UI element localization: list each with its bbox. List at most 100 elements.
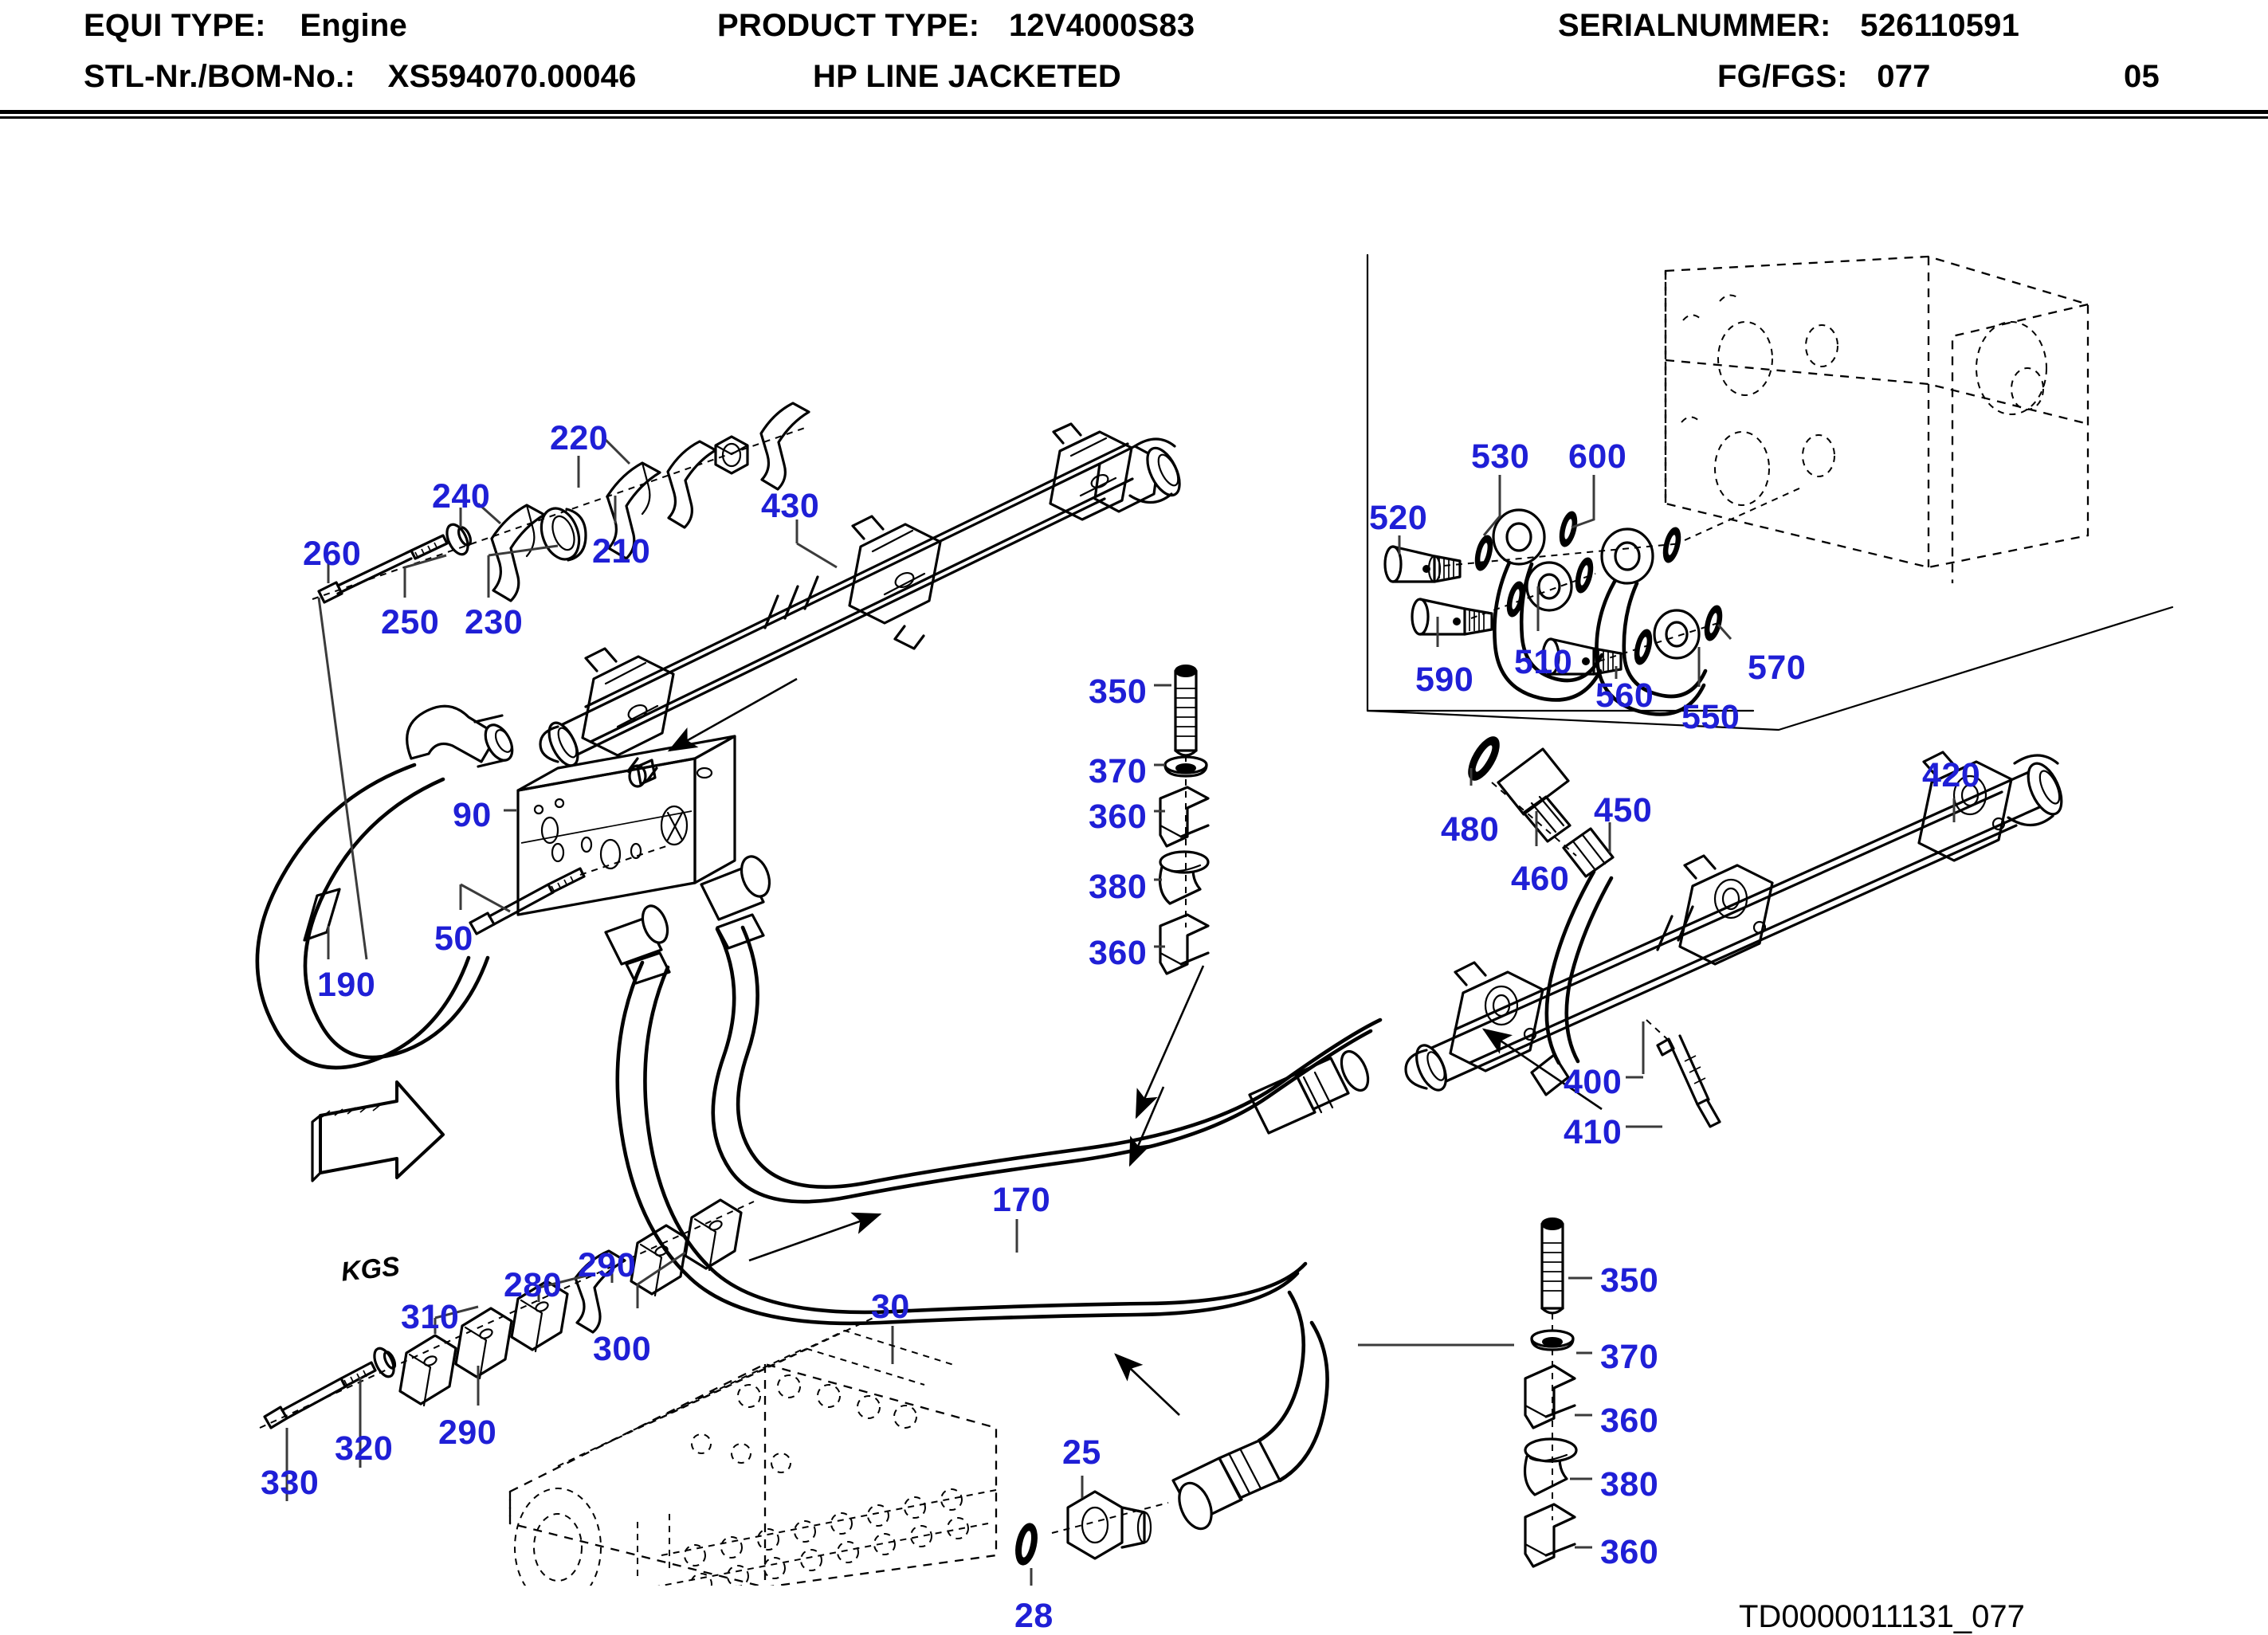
part-number-callout-360: 360: [1089, 934, 1148, 972]
fg-fgs-label: FG/FGS:: [1717, 59, 1848, 94]
part-number-callout-330: 330: [261, 1464, 320, 1502]
part-350-bolt-right: [1540, 1217, 1564, 1315]
part-number-callout-170: 170: [992, 1181, 1051, 1219]
block-inlet-elbow-fitting: [406, 704, 514, 768]
hose-170-right-coupling: [1248, 1049, 1370, 1135]
part-number-callout-510: 510: [1514, 643, 1573, 681]
serial-number-value: 526110591: [1860, 8, 2020, 43]
part-530-seal-upper-a: [1474, 535, 1493, 571]
part-number-callout-560: 560: [1595, 676, 1654, 715]
part-570-seal-lower-left: [1634, 629, 1653, 665]
part-260-bolt: [317, 534, 449, 604]
fg-fgs-value: 077: [1877, 59, 1931, 94]
part-number-callout-410: 410: [1564, 1113, 1623, 1151]
rail-side-fitting: [628, 759, 657, 788]
part-number-callout-280: 280: [504, 1266, 563, 1304]
part-number-callout-530: 530: [1471, 437, 1530, 476]
right-rail-right-end: [1917, 751, 2063, 862]
part-590-banjo-bolt-lower: [1411, 598, 1493, 636]
part-number-callout-370: 370: [1600, 1338, 1659, 1376]
right-rail-flange-1: [1449, 961, 1544, 1072]
right-rail-left-end: [1404, 1044, 1447, 1092]
part-320-washer: [373, 1347, 397, 1378]
part-210-nut: [714, 435, 749, 475]
part-50-bolt: [469, 845, 667, 935]
part-number-callout-230: 230: [465, 603, 524, 641]
part-430-hp-line-jacketed-rail: [539, 422, 1181, 788]
part-350-bolt-middle: [1174, 665, 1198, 757]
leader-430: [795, 520, 838, 569]
banjo-axis-mid: [1470, 573, 1596, 619]
assembly-name: HP LINE JACKETED: [813, 59, 1121, 94]
install-arrow-rail-to-block: [667, 677, 798, 752]
title-block-row-2: STL-Nr./BOM-No.: XS594070.00046 HP LINE …: [0, 56, 2268, 107]
hose-30-upper-fitting: [604, 904, 671, 985]
leader-260-extended: [317, 597, 368, 960]
kgs-arrow-label: KGS: [339, 1251, 402, 1288]
rail-clamp-saddle-2: [848, 515, 942, 650]
part-90-connector-block: [516, 735, 736, 916]
part-number-callout-430: 430: [761, 487, 820, 525]
lower-left-clamp-chain: [259, 1198, 755, 1501]
banjo-axis-lower: [1598, 621, 1724, 662]
rail-clamp-saddle-3: [1049, 422, 1133, 521]
part-number-callout-420: 420: [1922, 756, 1981, 794]
part-600-seal-upper: [1559, 511, 1578, 547]
part-number-callout-50: 50: [434, 919, 473, 958]
part-number-callout-600: 600: [1568, 437, 1627, 476]
fg-fgs-field: FG/FGS: 077: [1717, 59, 1931, 95]
part-number-callout-380: 380: [1089, 868, 1148, 906]
part-number-callout-90: 90: [453, 796, 492, 834]
part-410-bolt-right: [1656, 1034, 1721, 1128]
upper-right-inset: [1366, 253, 2174, 731]
title-block: EQUI TYPE: Engine PRODUCT TYPE: 12V4000S…: [0, 0, 2268, 121]
part-280-bracket: [574, 1249, 626, 1334]
part-170-hose: [711, 925, 1383, 1204]
part-510-banjo-fitting-upper: [1492, 508, 1604, 702]
bom-number-field: STL-Nr./BOM-No.: XS594070.00046: [84, 59, 637, 95]
product-type-field: PRODUCT TYPE: 12V4000S83: [717, 8, 1195, 44]
part-number-callout-350: 350: [1089, 672, 1148, 711]
install-arrow-middle-clamp: [1135, 965, 1205, 1119]
part-380-clamp-middle: [1159, 850, 1210, 905]
part-310-clamp: [398, 1334, 457, 1407]
part-number-callout-570: 570: [1748, 649, 1807, 687]
part-number-callout-250: 250: [381, 603, 440, 641]
part-30-hose: [615, 960, 1308, 1326]
part-number-callout-370: 370: [1089, 752, 1148, 790]
part-number-callout-260: 260: [303, 535, 362, 573]
part-240-bracket: [490, 504, 546, 602]
kgs-direction-arrow: [311, 1080, 445, 1182]
part-number-callout-360: 360: [1600, 1533, 1659, 1571]
part-380-clamp-right: [1524, 1437, 1578, 1496]
part-360-bracket-right-lower: [1524, 1503, 1576, 1568]
part-number-callout-320: 320: [335, 1429, 394, 1468]
bolt-410-axis: [1646, 1019, 1668, 1040]
part-300-clamp: [684, 1198, 743, 1272]
part-360-bracket-right-upper: [1524, 1364, 1576, 1429]
part-number-callout-290: 290: [578, 1246, 637, 1284]
install-arrow-170: [1128, 1086, 1165, 1167]
part-310-clamp-b: [510, 1280, 569, 1353]
bom-number-value: XS594070.00046: [387, 59, 637, 94]
union-25-axis: [1051, 1502, 1169, 1534]
install-arrow-450: [1481, 1028, 1603, 1111]
part-220-bracket-b: [759, 402, 810, 491]
technical-line-drawing: .s{fill:none;stroke:#000;stroke-width:3.…: [255, 253, 2174, 1586]
banjo-axis-to-housing: [1684, 487, 1802, 541]
part-560-banjo-bolt: [1541, 637, 1623, 676]
part-number-callout-350: 350: [1600, 1261, 1659, 1300]
part-number-callout-310: 310: [401, 1298, 460, 1336]
middle-clamp-stack: [1154, 665, 1210, 975]
serial-number-field: SERIALNUMMER: 526110591: [1558, 8, 2019, 44]
part-number-callout-550: 550: [1681, 698, 1740, 736]
rail-right-end: [1093, 437, 1181, 513]
install-arrow-lower-left-clamps: [748, 1212, 882, 1262]
product-type-label: PRODUCT TYPE:: [717, 8, 980, 43]
part-370-washer-middle: [1163, 755, 1208, 778]
part-number-callout-360: 360: [1600, 1402, 1659, 1440]
part-number-callout-300: 300: [593, 1330, 652, 1368]
part-550-banjo-fitting-lower: [1653, 609, 1701, 660]
banjo-axis-upper: [1443, 543, 1682, 567]
part-25-union-nut: [1066, 1490, 1152, 1560]
